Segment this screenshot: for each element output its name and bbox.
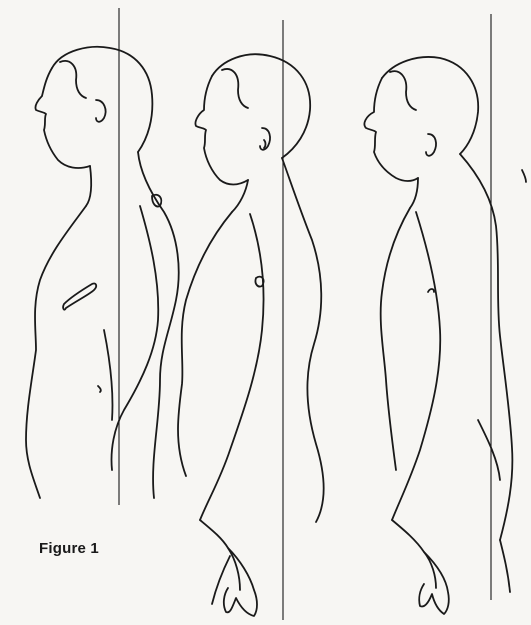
left-front-torso (26, 206, 86, 498)
left-arm-front (104, 330, 113, 420)
right-front-torso (381, 208, 410, 470)
figure-caption: Figure 1 (39, 540, 99, 557)
figure-left (26, 47, 179, 498)
right-arm (392, 212, 440, 520)
left-face (35, 68, 90, 168)
figure-middle (178, 54, 324, 616)
middle-back-arm (212, 556, 230, 604)
right-neck (410, 178, 418, 208)
middle-hairline (222, 69, 248, 108)
figure-right (364, 57, 526, 614)
left-hairline (60, 61, 86, 98)
left-chest-mark (63, 283, 96, 309)
right-chest-mark (428, 289, 434, 292)
right-ear (426, 134, 436, 156)
left-neck (86, 166, 91, 206)
left-ear (96, 100, 106, 122)
middle-arm (200, 214, 264, 520)
left-head (52, 47, 152, 152)
right-dash-mark (522, 170, 526, 182)
right-hairline (390, 71, 416, 110)
middle-back (282, 158, 324, 522)
right-face (364, 78, 418, 181)
middle-face (195, 76, 248, 185)
right-back-arm (500, 540, 510, 592)
left-navel (98, 386, 101, 392)
middle-ear-mark (264, 140, 266, 148)
right-forearm (392, 520, 436, 588)
right-hand (419, 552, 449, 614)
right-back (460, 154, 512, 540)
right-back-curve (478, 420, 500, 480)
middle-front-torso (178, 212, 232, 476)
